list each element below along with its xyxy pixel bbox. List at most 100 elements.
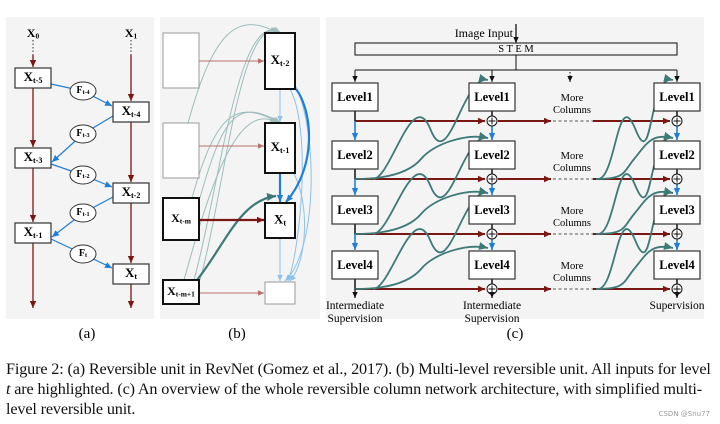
right-node-box-2 [264, 202, 296, 239]
level-label: Level2 [474, 148, 509, 162]
function-label-t-2: Ft-2 [76, 169, 89, 180]
level-box [653, 195, 701, 225]
node-box-xt1 [14, 222, 52, 244]
node-box-xt5 [14, 67, 52, 89]
level-box [468, 250, 516, 280]
level-box [331, 195, 379, 225]
level-label: Level2 [659, 148, 694, 162]
cross-column-connection [595, 187, 674, 235]
dense-connection-curve [193, 26, 279, 281]
cross-column-connection [354, 242, 489, 290]
cross-column-connection [595, 242, 674, 290]
function-node [69, 203, 97, 223]
level-label: Level3 [659, 203, 694, 217]
highlight-arrow-xtm1 [196, 193, 277, 281]
image-input-label: Image Input [455, 26, 514, 40]
function-node [69, 81, 97, 101]
function-label-t-4: Ft-4 [76, 85, 89, 96]
left-node-label-2: Xt-m [171, 211, 192, 226]
level-box [468, 140, 516, 170]
right-node-box-0 [264, 32, 296, 90]
caption-italic-t: t [6, 380, 11, 398]
level-box [653, 82, 701, 112]
caption-text-2: are highlighted. (c) An overview of the … [6, 380, 702, 418]
function-node [69, 244, 97, 264]
node-label-xt2: Xt-2 [122, 184, 141, 200]
level-box [331, 140, 379, 170]
level-label: Level1 [474, 90, 509, 104]
node-box-xt2 [112, 182, 150, 204]
dense-connection-curve [191, 111, 279, 199]
right-node-box-1 [264, 122, 296, 174]
input-label-1: X1 [125, 26, 138, 41]
function-node [69, 124, 97, 144]
caption-text-1: Figure 2: (a) Reversible unit in RevNet … [6, 360, 711, 378]
node-label-xt5: Xt-5 [24, 69, 43, 85]
level-label: Level4 [337, 258, 373, 272]
function-label-t: Ft [79, 248, 88, 259]
level-label: Level3 [337, 203, 372, 217]
right-node-label-2: Xt [274, 211, 286, 227]
cross-column-connection [372, 132, 489, 235]
function-label-t-3: Ft-3 [76, 128, 89, 139]
right-node-label-0: Xt-2 [271, 52, 290, 68]
highlight-arrow-xt2 [285, 88, 311, 203]
left-node-box-0 [162, 32, 200, 89]
left-node-label-3: Xt-m+1 [167, 284, 195, 299]
dense-connection-curve [183, 116, 277, 281]
dense-connection-curve [199, 111, 281, 199]
function-node [69, 165, 97, 185]
level-label: Level4 [659, 258, 695, 272]
node-label-xt4: Xt-4 [122, 103, 141, 119]
node-label-xt1: Xt-1 [24, 224, 43, 240]
level-box [653, 140, 701, 170]
level-label: Level3 [474, 203, 509, 217]
cross-column-connection [354, 132, 489, 180]
node-box-xt3 [14, 147, 52, 169]
right-node-box-3 [264, 281, 296, 305]
panel-b-label: (b) [228, 326, 246, 342]
cross-column-connection [372, 74, 489, 180]
right-node-label-1: Xt-1 [271, 139, 290, 155]
level-label: Level4 [474, 258, 510, 272]
input-label-0: X0 [27, 26, 40, 41]
skip-curve [289, 169, 305, 282]
level-box [331, 82, 379, 112]
node-box-xt [112, 263, 150, 285]
left-node-box-1 [162, 122, 200, 179]
dense-connection-curve [187, 24, 277, 124]
cross-column-connection [354, 187, 489, 235]
cross-column-connection [372, 187, 489, 290]
function-label-t-1: Ft-1 [76, 207, 89, 218]
cross-column-connection [595, 132, 674, 180]
node-label-xt: Xt [125, 265, 137, 281]
level-box [468, 82, 516, 112]
watermark: CSDN @Snu77 [658, 410, 710, 418]
level-box [331, 250, 379, 280]
node-label-xt3: Xt-3 [24, 149, 43, 165]
skip-curve [284, 84, 312, 282]
left-node-box-2 [162, 197, 200, 241]
level-box [468, 195, 516, 225]
panel-a-label: (a) [79, 326, 96, 342]
panel-c-label: (c) [507, 326, 524, 342]
level-label: Level2 [337, 148, 372, 162]
node-box-xt4 [112, 101, 150, 123]
level-box [653, 250, 701, 280]
skip-curve [287, 88, 303, 282]
level-label: Level1 [337, 90, 372, 104]
left-node-box-3 [162, 279, 200, 305]
figure-caption: Figure 2: (a) Reversible unit in RevNet … [6, 359, 718, 419]
panel-b: Xt-mXt-m+1 Xt-2Xt-1Xt [162, 24, 312, 305]
supervision-label: Supervision [650, 300, 705, 312]
level-label: Level1 [659, 90, 694, 104]
